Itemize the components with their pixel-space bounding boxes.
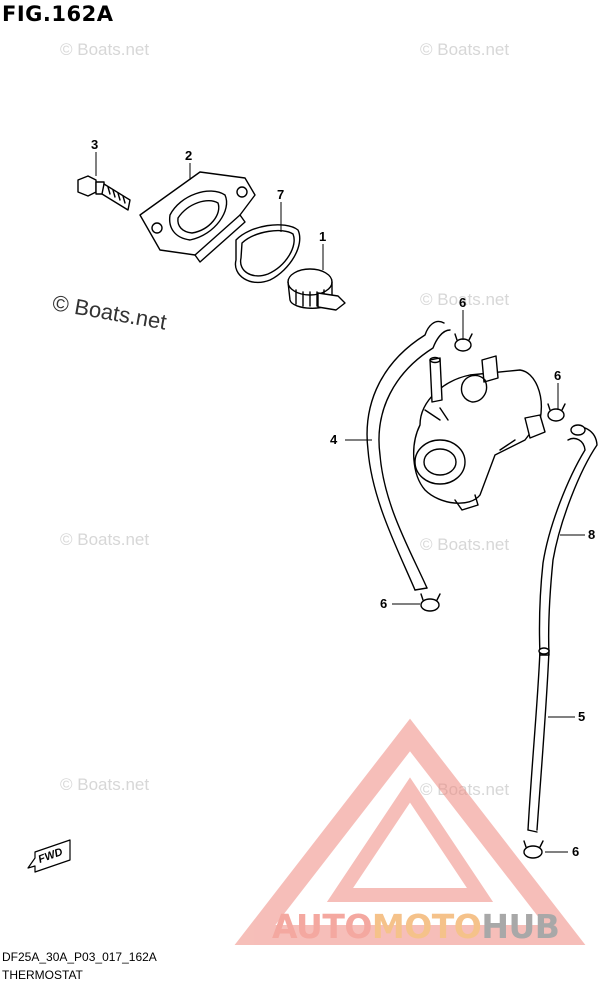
callout-3: 3 (91, 137, 99, 152)
callout-2: 2 (185, 148, 193, 163)
clamp-part (547, 403, 566, 422)
watermark: © Boats.net (420, 290, 510, 309)
thermostat-housing-part (412, 355, 546, 511)
watermark: © Boats.net (420, 40, 510, 59)
diagram-code: DF25A_30A_P03_017_162A (2, 950, 157, 964)
watermark: © Boats.net (60, 40, 150, 59)
thermostat-part (287, 268, 346, 311)
callout-7: 7 (277, 187, 285, 202)
gasket-part (234, 224, 301, 284)
hose-part-5 (527, 647, 550, 833)
watermark: © Boats.net (420, 535, 510, 554)
callout-5: 5 (578, 709, 586, 724)
leader-lines (95, 152, 585, 853)
callout-8: 8 (588, 527, 596, 542)
callout-6: 6 (380, 596, 388, 611)
diagram-name: THERMOSTAT (2, 968, 83, 982)
bolt-part (77, 175, 131, 211)
figure-title: FIG.162A (2, 2, 114, 26)
hose-part-4 (366, 320, 451, 591)
callout-6: 6 (572, 844, 580, 859)
callout-6: 6 (459, 295, 467, 310)
logo-part-3: HUB (481, 907, 560, 946)
watermark: © Boats.net (60, 775, 150, 794)
thermostat-cover-part (139, 171, 256, 263)
logo-part-1: AUTO (272, 907, 372, 946)
clamp-part (523, 840, 544, 859)
logo-part-2: MOTO (371, 907, 482, 946)
automotohub-logo: AUTOMOTOHUB (272, 907, 560, 946)
clamp-part (454, 333, 473, 352)
callout-1: 1 (319, 229, 327, 244)
logo-triangle (234, 718, 586, 945)
fwd-arrow-icon (27, 839, 71, 873)
callout-4: 4 (330, 432, 338, 447)
watermark: © Boats.net (60, 530, 150, 549)
clamp-part (420, 593, 441, 612)
callout-6: 6 (554, 368, 562, 383)
hose-part-8 (538, 424, 598, 656)
